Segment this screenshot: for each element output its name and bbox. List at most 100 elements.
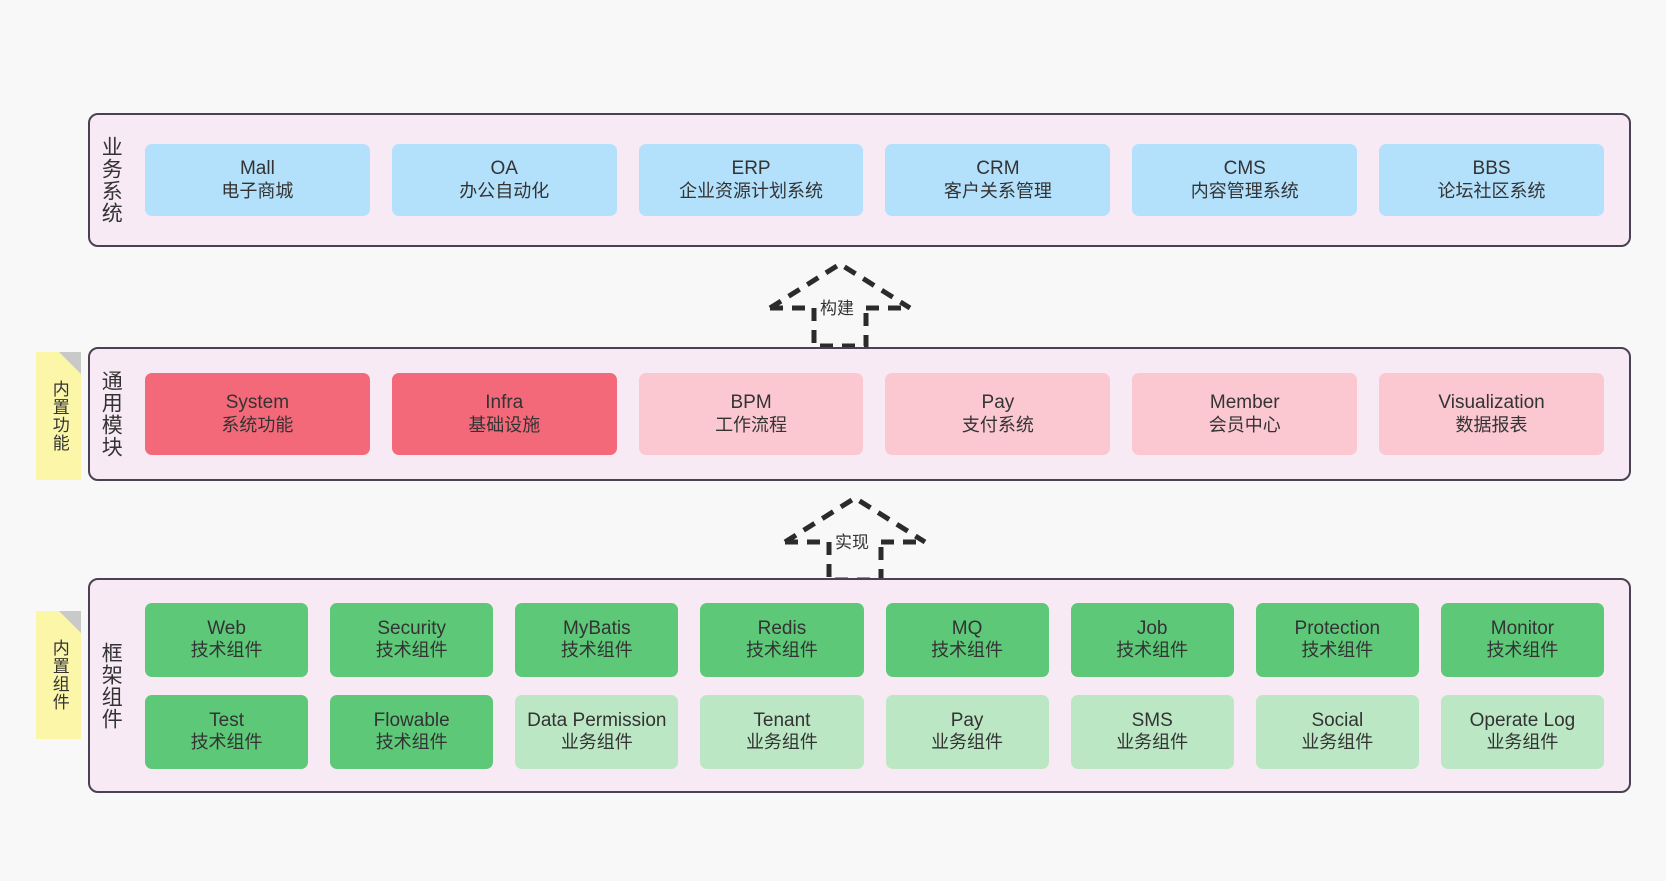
modules-card-row: System 系统功能 Infra 基础设施 BPM 工作流程 Pay 支付系统… [134, 373, 1615, 455]
card-title-en: OA [490, 158, 518, 180]
card-title-en: Operate Log [1469, 709, 1576, 731]
card-title-en: Monitor [1490, 617, 1555, 639]
card-title-en: Test [209, 709, 244, 731]
card-social[interactable]: Social 业务组件 [1255, 694, 1419, 769]
card-tenant[interactable]: Tenant 业务组件 [700, 694, 864, 769]
card-title-cn: 基础设施 [468, 414, 541, 435]
card-erp[interactable]: ERP 企业资源计划系统 [638, 144, 864, 216]
card-title-en: Tenant [753, 709, 811, 731]
card-title-cn: 技术组件 [1301, 640, 1374, 661]
card-title-cn: 业务组件 [1486, 732, 1559, 753]
card-title-cn: 技术组件 [931, 640, 1004, 661]
card-infra[interactable]: Infra 基础设施 [391, 373, 617, 455]
card-title-en: Web [207, 617, 246, 639]
card-title-cn: 论坛社区系统 [1437, 180, 1546, 201]
layer-framework-body: Web 技术组件 Security 技术组件 MyBatis 技术组件 Redi… [130, 580, 1629, 791]
card-title-en: CRM [976, 158, 1020, 180]
card-title-en: Protection [1294, 617, 1381, 639]
card-title-en: BBS [1472, 158, 1511, 180]
card-job[interactable]: Job 技术组件 [1070, 602, 1234, 677]
card-mq[interactable]: MQ 技术组件 [885, 602, 1049, 677]
card-redis[interactable]: Redis 技术组件 [700, 602, 864, 677]
card-title-cn: 支付系统 [961, 414, 1034, 435]
card-web[interactable]: Web 技术组件 [145, 602, 309, 677]
card-title-cn: 业务组件 [1116, 732, 1189, 753]
card-title-cn: 业务组件 [745, 732, 818, 753]
card-title-en: Pay [981, 392, 1015, 414]
card-title-cn: 业务组件 [931, 732, 1004, 753]
card-title-cn: 技术组件 [375, 640, 448, 661]
card-title-cn: 技术组件 [375, 732, 448, 753]
card-title-en: Redis [757, 617, 807, 639]
sticky-note-builtin-components: 内置组件 [36, 611, 81, 739]
card-title-cn: 客户关系管理 [943, 180, 1052, 201]
card-title-en: SMS [1131, 709, 1173, 731]
card-title-cn: 业务组件 [1301, 732, 1374, 753]
card-security[interactable]: Security 技术组件 [330, 602, 494, 677]
card-title-en: Mall [239, 158, 275, 180]
card-protection[interactable]: Protection 技术组件 [1255, 602, 1419, 677]
card-title-en: MyBatis [563, 617, 631, 639]
card-title-en: Security [377, 617, 446, 639]
arrow-build-glyph [768, 261, 912, 349]
card-flowable[interactable]: Flowable 技术组件 [330, 694, 494, 769]
arrow-implement-label: 实现 [835, 533, 869, 552]
card-system[interactable]: System 系统功能 [145, 373, 370, 455]
layer-framework-components: 框架组件 Web 技术组件 Security 技术组件 MyBatis 技术组件… [88, 578, 1631, 793]
layer-business-title: 业务系统 [99, 136, 123, 224]
card-title-cn: 技术组件 [745, 640, 818, 661]
card-title-en: Job [1136, 617, 1168, 639]
layer-business-body: Mall 电子商城 OA 办公自动化 ERP 企业资源计划系统 CRM 客户关系… [130, 115, 1629, 245]
card-member[interactable]: Member 会员中心 [1132, 373, 1358, 455]
card-data-permission[interactable]: Data Permission 业务组件 [515, 694, 679, 769]
card-title-cn: 技术组件 [1116, 640, 1189, 661]
arrow-implement: 实现 [775, 492, 935, 584]
sticky-note-builtin-features: 内置功能 [36, 352, 81, 480]
business-card-row: Mall 电子商城 OA 办公自动化 ERP 企业资源计划系统 CRM 客户关系… [134, 144, 1615, 216]
card-title-cn: 技术组件 [1486, 640, 1559, 661]
layer-business-systems: 业务系统 Mall 电子商城 OA 办公自动化 ERP 企业资源计划系统 CRM… [88, 113, 1631, 247]
card-title-cn: 技术组件 [190, 732, 263, 753]
card-monitor[interactable]: Monitor 技术组件 [1440, 602, 1604, 677]
card-title-en: BPM [730, 392, 772, 414]
card-title-en: Social [1311, 709, 1364, 731]
card-title-cn: 电子商城 [221, 180, 294, 201]
arrow-build: 构建 [760, 258, 920, 350]
card-title-cn: 数据报表 [1455, 414, 1528, 435]
layer-modules-title: 通用模块 [99, 370, 123, 458]
card-cms[interactable]: CMS 内容管理系统 [1132, 144, 1358, 216]
card-title-en: Pay [950, 709, 984, 731]
card-title-cn: 办公自动化 [459, 180, 550, 201]
arrow-implement-glyph [783, 495, 927, 583]
framework-tech-row: Web 技术组件 Security 技术组件 MyBatis 技术组件 Redi… [134, 602, 1615, 677]
card-crm[interactable]: CRM 客户关系管理 [885, 144, 1111, 216]
card-pay-component[interactable]: Pay 业务组件 [885, 694, 1049, 769]
card-bbs[interactable]: BBS 论坛社区系统 [1379, 144, 1604, 216]
card-title-cn: 企业资源计划系统 [679, 180, 824, 201]
card-mybatis[interactable]: MyBatis 技术组件 [515, 602, 679, 677]
card-title-cn: 业务组件 [560, 732, 633, 753]
layer-framework-title: 框架组件 [99, 641, 123, 730]
card-operate-log[interactable]: Operate Log 业务组件 [1440, 694, 1604, 769]
card-title-en: CMS [1223, 158, 1266, 180]
framework-biz-row: Test 技术组件 Flowable 技术组件 Data Permission … [134, 694, 1615, 769]
card-oa[interactable]: OA 办公自动化 [391, 144, 617, 216]
card-sms[interactable]: SMS 业务组件 [1070, 694, 1234, 769]
card-title-en: Member [1209, 392, 1280, 414]
card-mall[interactable]: Mall 电子商城 [145, 144, 370, 216]
card-title-en: System [225, 392, 290, 414]
card-title-en: MQ [951, 617, 983, 639]
card-title-en: Data Permission [527, 709, 667, 731]
card-title-cn: 工作流程 [715, 414, 788, 435]
card-title-en: Flowable [373, 709, 450, 731]
layer-modules-body: System 系统功能 Infra 基础设施 BPM 工作流程 Pay 支付系统… [130, 349, 1629, 479]
card-visualization[interactable]: Visualization 数据报表 [1379, 373, 1604, 455]
card-title-en: Infra [485, 392, 524, 414]
card-test[interactable]: Test 技术组件 [145, 694, 309, 769]
card-title-cn: 内容管理系统 [1190, 180, 1299, 201]
card-title-cn: 会员中心 [1208, 414, 1281, 435]
card-title-en: ERP [731, 158, 771, 180]
card-pay-module[interactable]: Pay 支付系统 [885, 373, 1111, 455]
card-bpm[interactable]: BPM 工作流程 [638, 373, 864, 455]
